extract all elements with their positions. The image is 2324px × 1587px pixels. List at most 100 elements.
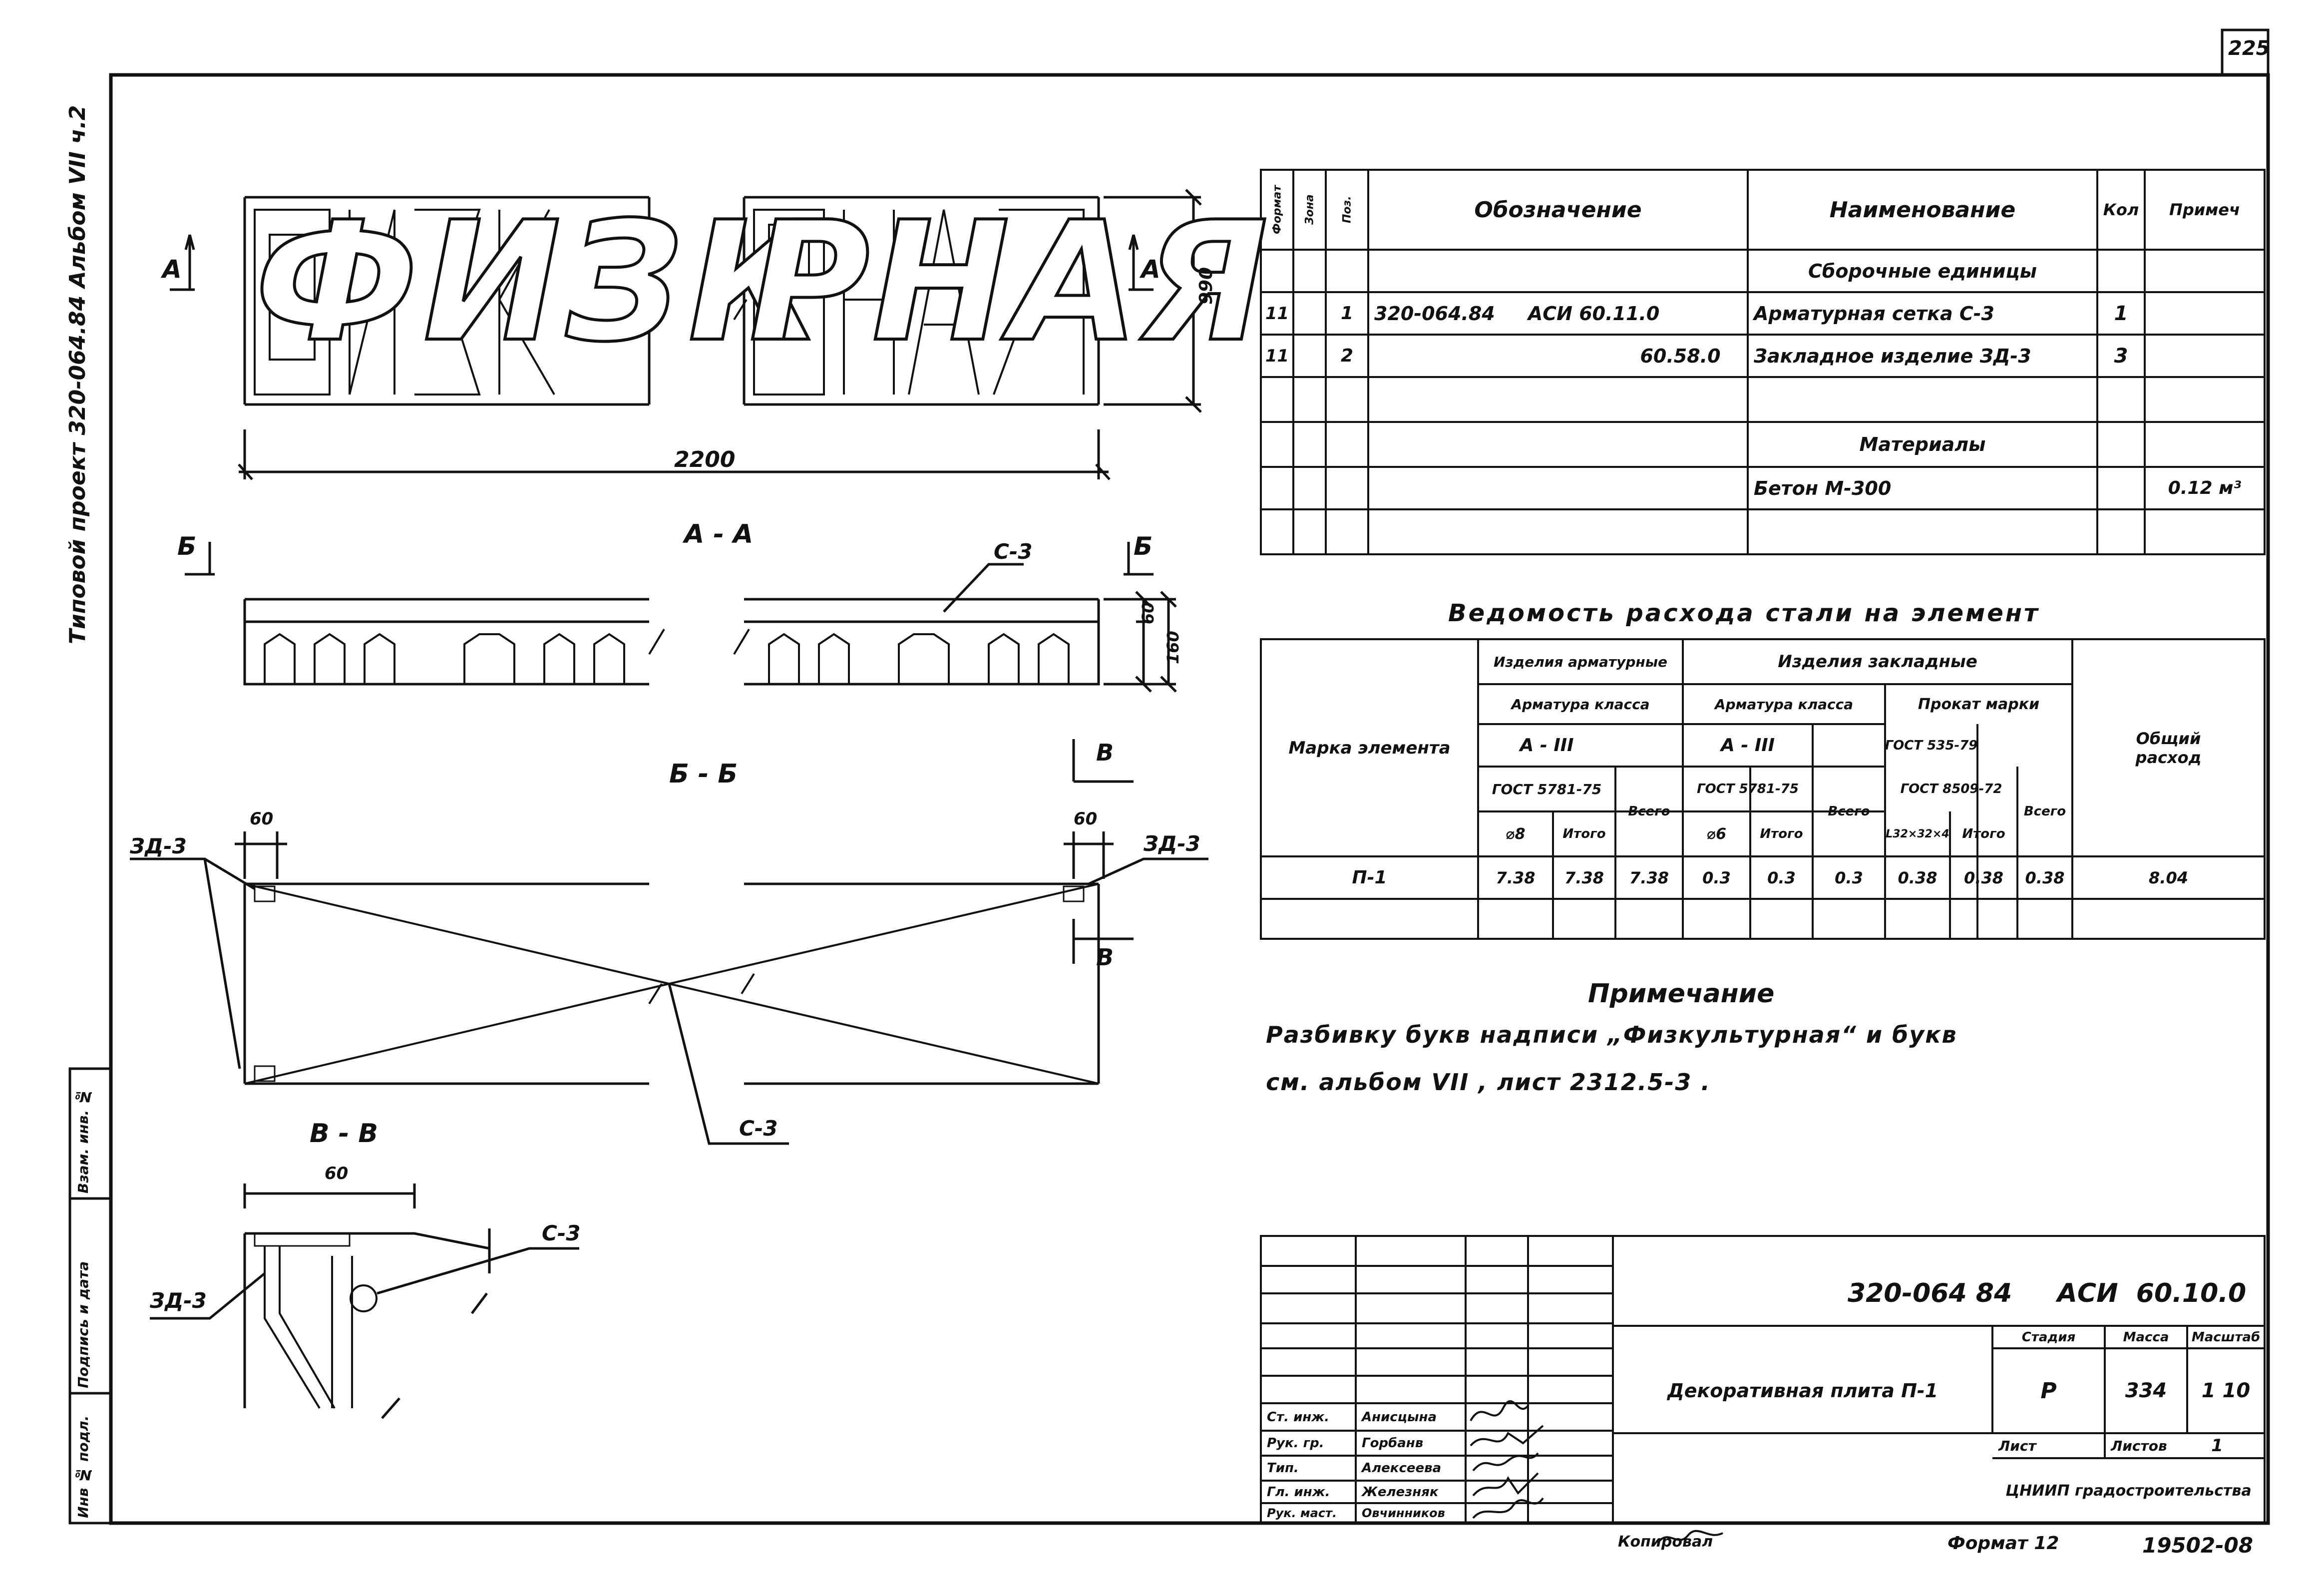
- spec-h-note: Примеч: [2169, 200, 2240, 219]
- footer-doc-no: 19502-08: [2142, 1533, 2253, 1558]
- steel-h-embed-items: Изделия закладные: [1778, 652, 1977, 672]
- left-stamp-strip: [68, 1067, 112, 1525]
- steel-h-rebar-class: Арматура класса: [1511, 696, 1650, 713]
- spec-h-designation: Обозначение: [1474, 197, 1642, 223]
- title-block-mass: 334: [2125, 1379, 2167, 1402]
- steel-row-itogo-2: 0.3: [1767, 868, 1796, 887]
- letters-right: РНАЯ: [748, 186, 1270, 378]
- steel-h-d8: ⌀8: [1506, 825, 1526, 843]
- steel-row-itogo-1: 7.38: [1564, 868, 1604, 887]
- title-block-grid: [1260, 1235, 2266, 1524]
- title-block-scale: 1 10: [2201, 1379, 2251, 1402]
- title-block-org: ЦНИИП градостроительства: [2005, 1482, 2252, 1500]
- steel-h-vsego-2: Всего: [1828, 804, 1870, 819]
- person-5-role: Рук. маст.: [1267, 1506, 1337, 1520]
- footer-copied: Копировал: [1618, 1533, 1713, 1551]
- steel-h-a3: А - III: [1520, 735, 1574, 756]
- person-2-role: Рук. гр.: [1267, 1436, 1324, 1451]
- title-block-sheet-h: Лист: [1998, 1437, 2036, 1454]
- dim-60-vv: 60: [325, 1164, 349, 1184]
- person-2-name: Горбанв: [1362, 1436, 1424, 1451]
- person-3-role: Тип.: [1267, 1461, 1299, 1476]
- title-block-code: 320-064 84 АСИ 60.10.0: [1848, 1278, 2247, 1308]
- dim-60-bb-right: 60: [1074, 809, 1098, 829]
- embed-zd3-left: ЗД-3: [130, 834, 187, 858]
- steel-h-gost-1: ГОСТ 5781-75: [1492, 781, 1602, 797]
- section-vv: [150, 1184, 579, 1419]
- steel-h-total-use: Общий расход: [2135, 729, 2202, 767]
- person-4-role: Гл. инж.: [1267, 1484, 1330, 1500]
- steel-row-d6: 0.3: [1702, 868, 1731, 887]
- steel-h-rolled: Прокат марки: [1918, 695, 2040, 713]
- title-block-name: Декоративная плита П-1: [1667, 1380, 1938, 1402]
- mesh-c3-label-vv: С-3: [542, 1221, 581, 1245]
- elevation-panel: [170, 189, 1202, 480]
- embed-zd3-vv: ЗД-3: [150, 1288, 207, 1313]
- section-mark-v-bottom: В: [1096, 944, 1114, 971]
- spec-table-grid: [1260, 169, 2266, 555]
- steel-h-vsego-1: Всего: [1628, 804, 1670, 819]
- steel-h-vsego-3: Всего: [2023, 804, 2066, 819]
- steel-h-gost-2: ГОСТ 5781-75: [1697, 782, 1799, 796]
- title-block-sheets-h: Листов: [2111, 1437, 2167, 1454]
- steel-h-mark: Марка элемента: [1288, 738, 1451, 758]
- steel-h-gost-rolled: ГОСТ 535-79: [1885, 738, 1977, 753]
- steel-h-a3b: А - III: [1720, 735, 1775, 756]
- spec-row-assembly-header: Сборочные единицы: [1808, 260, 2037, 282]
- steel-h-itogo-3: Итого: [1962, 826, 2005, 841]
- steel-row-mark: П-1: [1352, 867, 1387, 888]
- spec-row-concrete-note: 0.12 м³: [2168, 478, 2242, 498]
- mesh-c3-label-aa: С-3: [994, 539, 1033, 564]
- person-3-name: Алексеева: [1362, 1461, 1442, 1476]
- steel-row-itogo-3: 0.38: [1964, 868, 2003, 887]
- spec-row2-qty: 3: [2114, 344, 2128, 368]
- spec-h-name: Наименование: [1829, 197, 2016, 223]
- spec-row1-qty: 1: [2114, 302, 2128, 325]
- spec-row-materials-header: Материалы: [1859, 433, 1986, 455]
- title-block-mass-h: Масса: [2123, 1329, 2169, 1345]
- spec-row1-format: 11: [1265, 303, 1289, 324]
- spec-row1-pos: 1: [1340, 303, 1354, 324]
- note-line-1: Разбивку букв надписи „Физкультурная“ и …: [1266, 1021, 1957, 1048]
- note-title: Примечание: [1588, 979, 1775, 1009]
- section-aa: [185, 542, 1177, 693]
- section-aa-title: А - А: [684, 519, 754, 549]
- width-dimension: 2200: [674, 447, 736, 472]
- spec-h-qty: Кол: [2103, 200, 2139, 219]
- section-bb-title: Б - Б: [669, 759, 738, 789]
- steel-h-angle: L32×32×4: [1886, 827, 1949, 840]
- spec-row2-name: Закладное изделие ЗД-3: [1754, 345, 2031, 367]
- title-block-stage-h: Стадия: [2021, 1329, 2076, 1345]
- person-5-name: Овчинников: [1362, 1506, 1445, 1520]
- spec-row1-name: Арматурная сетка С-3: [1754, 302, 1994, 325]
- steel-h-itogo-1: Итого: [1562, 826, 1606, 841]
- steel-row-vsego-2: 0.3: [1835, 868, 1863, 887]
- section-bb: [130, 739, 1208, 1145]
- steel-table-title: Ведомость расхода стали на элемент: [1448, 599, 2040, 627]
- footer-format: Формат 12: [1947, 1533, 2059, 1554]
- section-vv-title: В - В: [310, 1119, 379, 1149]
- spec-row2-format: 11: [1265, 346, 1289, 366]
- steel-h-itogo-2: Итого: [1760, 826, 1803, 841]
- embed-zd3-right: ЗД-3: [1144, 831, 1200, 856]
- steel-row-angle: 0.38: [1898, 868, 1937, 887]
- steel-row-vsego-1: 7.38: [1629, 868, 1669, 887]
- steel-table-grid: [1260, 638, 2266, 940]
- title-block-scale-h: Масштаб: [2191, 1329, 2261, 1345]
- person-1-name: Анисцына: [1362, 1409, 1437, 1425]
- section-mark-v-top: В: [1096, 739, 1114, 766]
- steel-h-reinf-items: Изделия арматурные: [1493, 653, 1668, 670]
- sheet-number-box: [2221, 28, 2270, 76]
- spec-row2-pos: 2: [1340, 346, 1354, 366]
- spec-row-concrete-name: Бетон М-300: [1754, 477, 1892, 499]
- letters-left: ФИЗК: [253, 186, 828, 378]
- steel-h-rebar-class-2: Арматура класса: [1714, 696, 1854, 713]
- steel-row-total: 8.04: [2149, 868, 2188, 887]
- section-mark-a-left: А: [162, 255, 182, 284]
- steel-h-gost-3: ГОСТ 8509-72: [1900, 782, 2002, 796]
- spec-row2-designation: 60.58.0: [1640, 345, 1721, 367]
- section-mark-a-right: А: [1141, 255, 1161, 284]
- title-block-stage: Р: [2040, 1378, 2057, 1404]
